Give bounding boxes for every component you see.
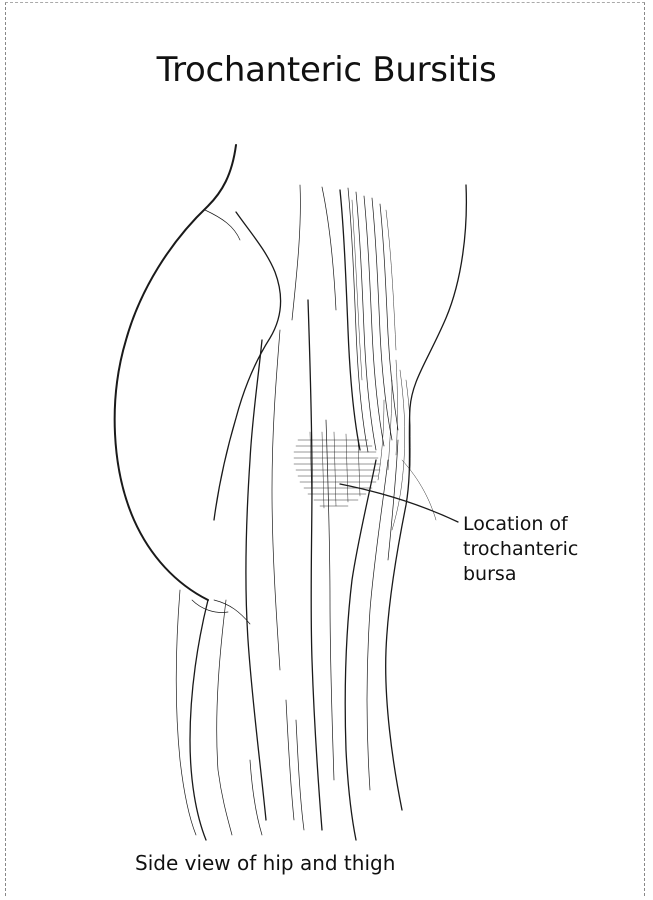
callout-line-3: bursa [463,562,578,587]
figure-caption: Side view of hip and thigh [135,851,395,875]
callout-line-1: Location of [463,512,578,537]
thigh-front-outline [386,185,467,810]
buttock-outline [115,145,236,600]
bursa-callout-label: Location of trochanteric bursa [463,512,578,587]
thigh-back-outline [190,600,208,840]
gluteal-contour [214,212,281,520]
bursa-hatching [294,432,380,508]
callout-leader-line [340,484,458,522]
callout-line-2: trochanteric [463,537,578,562]
